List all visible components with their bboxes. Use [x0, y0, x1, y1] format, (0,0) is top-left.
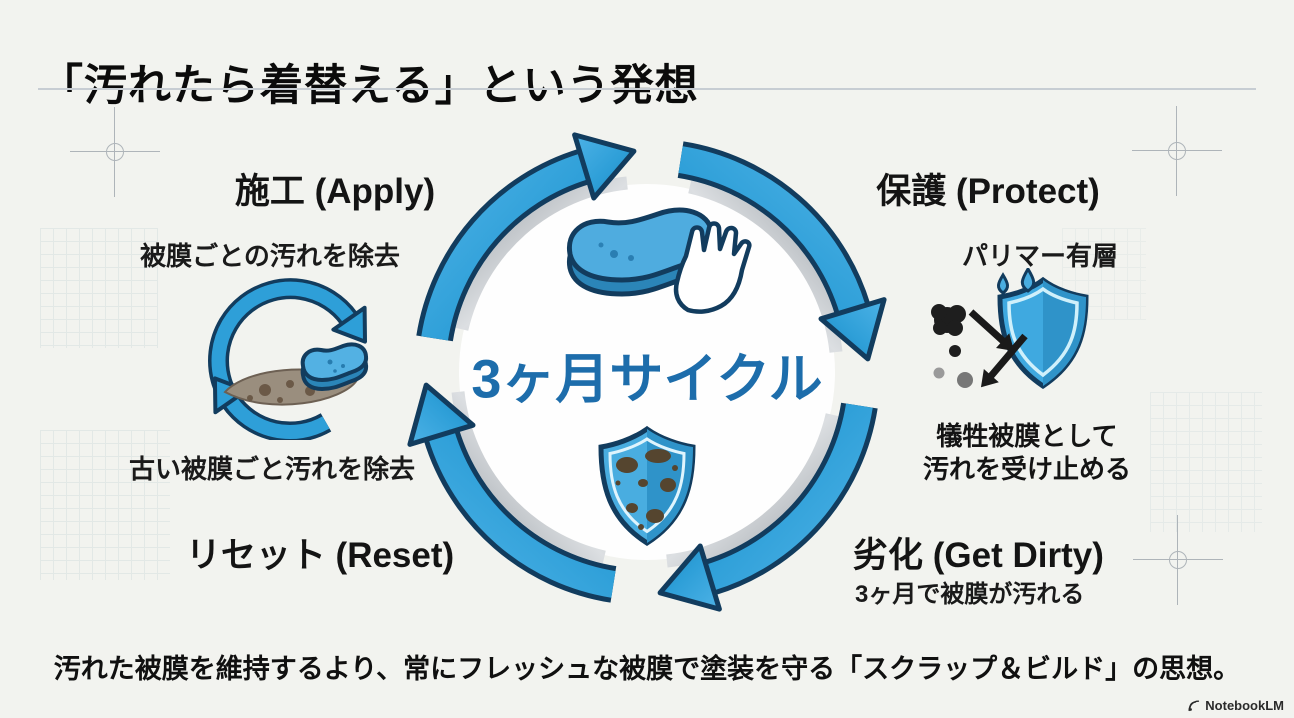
crosshair-circle	[106, 143, 124, 161]
notebooklm-label: NotebookLM	[1205, 698, 1284, 713]
crosshair-circle	[1168, 142, 1186, 160]
stage-reset-title: リセット (Reset)	[185, 536, 455, 575]
stage-get-dirty-note: 3ヶ月で被膜が汚れる	[855, 581, 1085, 608]
stage-get-dirty-title: 劣化 (Get Dirty)	[853, 536, 1104, 575]
stage-apply-note: 被膜ごとの汚れを除去	[140, 241, 400, 271]
stage-protect-caption-line1: 犠牲被膜として	[936, 421, 1118, 451]
stage-protect-caption-line2: 汚れを受け止める	[922, 454, 1131, 484]
stained-shield-icon	[598, 425, 696, 546]
blueprint-grid-right	[1150, 392, 1262, 532]
registration-mark-top-left	[70, 107, 160, 197]
cycle-arrows-sponge-icon	[208, 278, 369, 440]
sponge-hand-icon	[566, 207, 752, 314]
crosshair-circle	[1169, 551, 1187, 569]
notebooklm-icon	[1188, 699, 1200, 711]
page-title: 「汚れたら着替える」という発想	[40, 61, 699, 110]
title-divider	[38, 88, 1256, 90]
stage-protect-title: 保護 (Protect)	[876, 172, 1100, 211]
blueprint-grid-left	[40, 228, 158, 348]
notebooklm-watermark: NotebookLM	[1187, 698, 1284, 713]
blueprint-grid-bottom-left	[40, 430, 170, 580]
stage-protect-caption: 犠牲被膜として 汚れを受け止める	[877, 420, 1177, 486]
shield-deflect-icon	[931, 268, 1089, 390]
cycle-center-label: 3ヶ月サイクル	[471, 349, 823, 410]
registration-mark-bottom-right	[1133, 515, 1223, 605]
stage-reset-note: 古い被膜ごと汚れを除去	[128, 454, 415, 484]
stage-protect-note: パリマー有層	[961, 241, 1118, 271]
stage-apply-title: 施工 (Apply)	[234, 172, 436, 211]
footer-statement: 汚れた被膜を維持するより、常にフレッシュな被膜で塗装を守る「スクラップ＆ビルド」…	[53, 654, 1241, 684]
registration-mark-top-right	[1132, 106, 1222, 196]
